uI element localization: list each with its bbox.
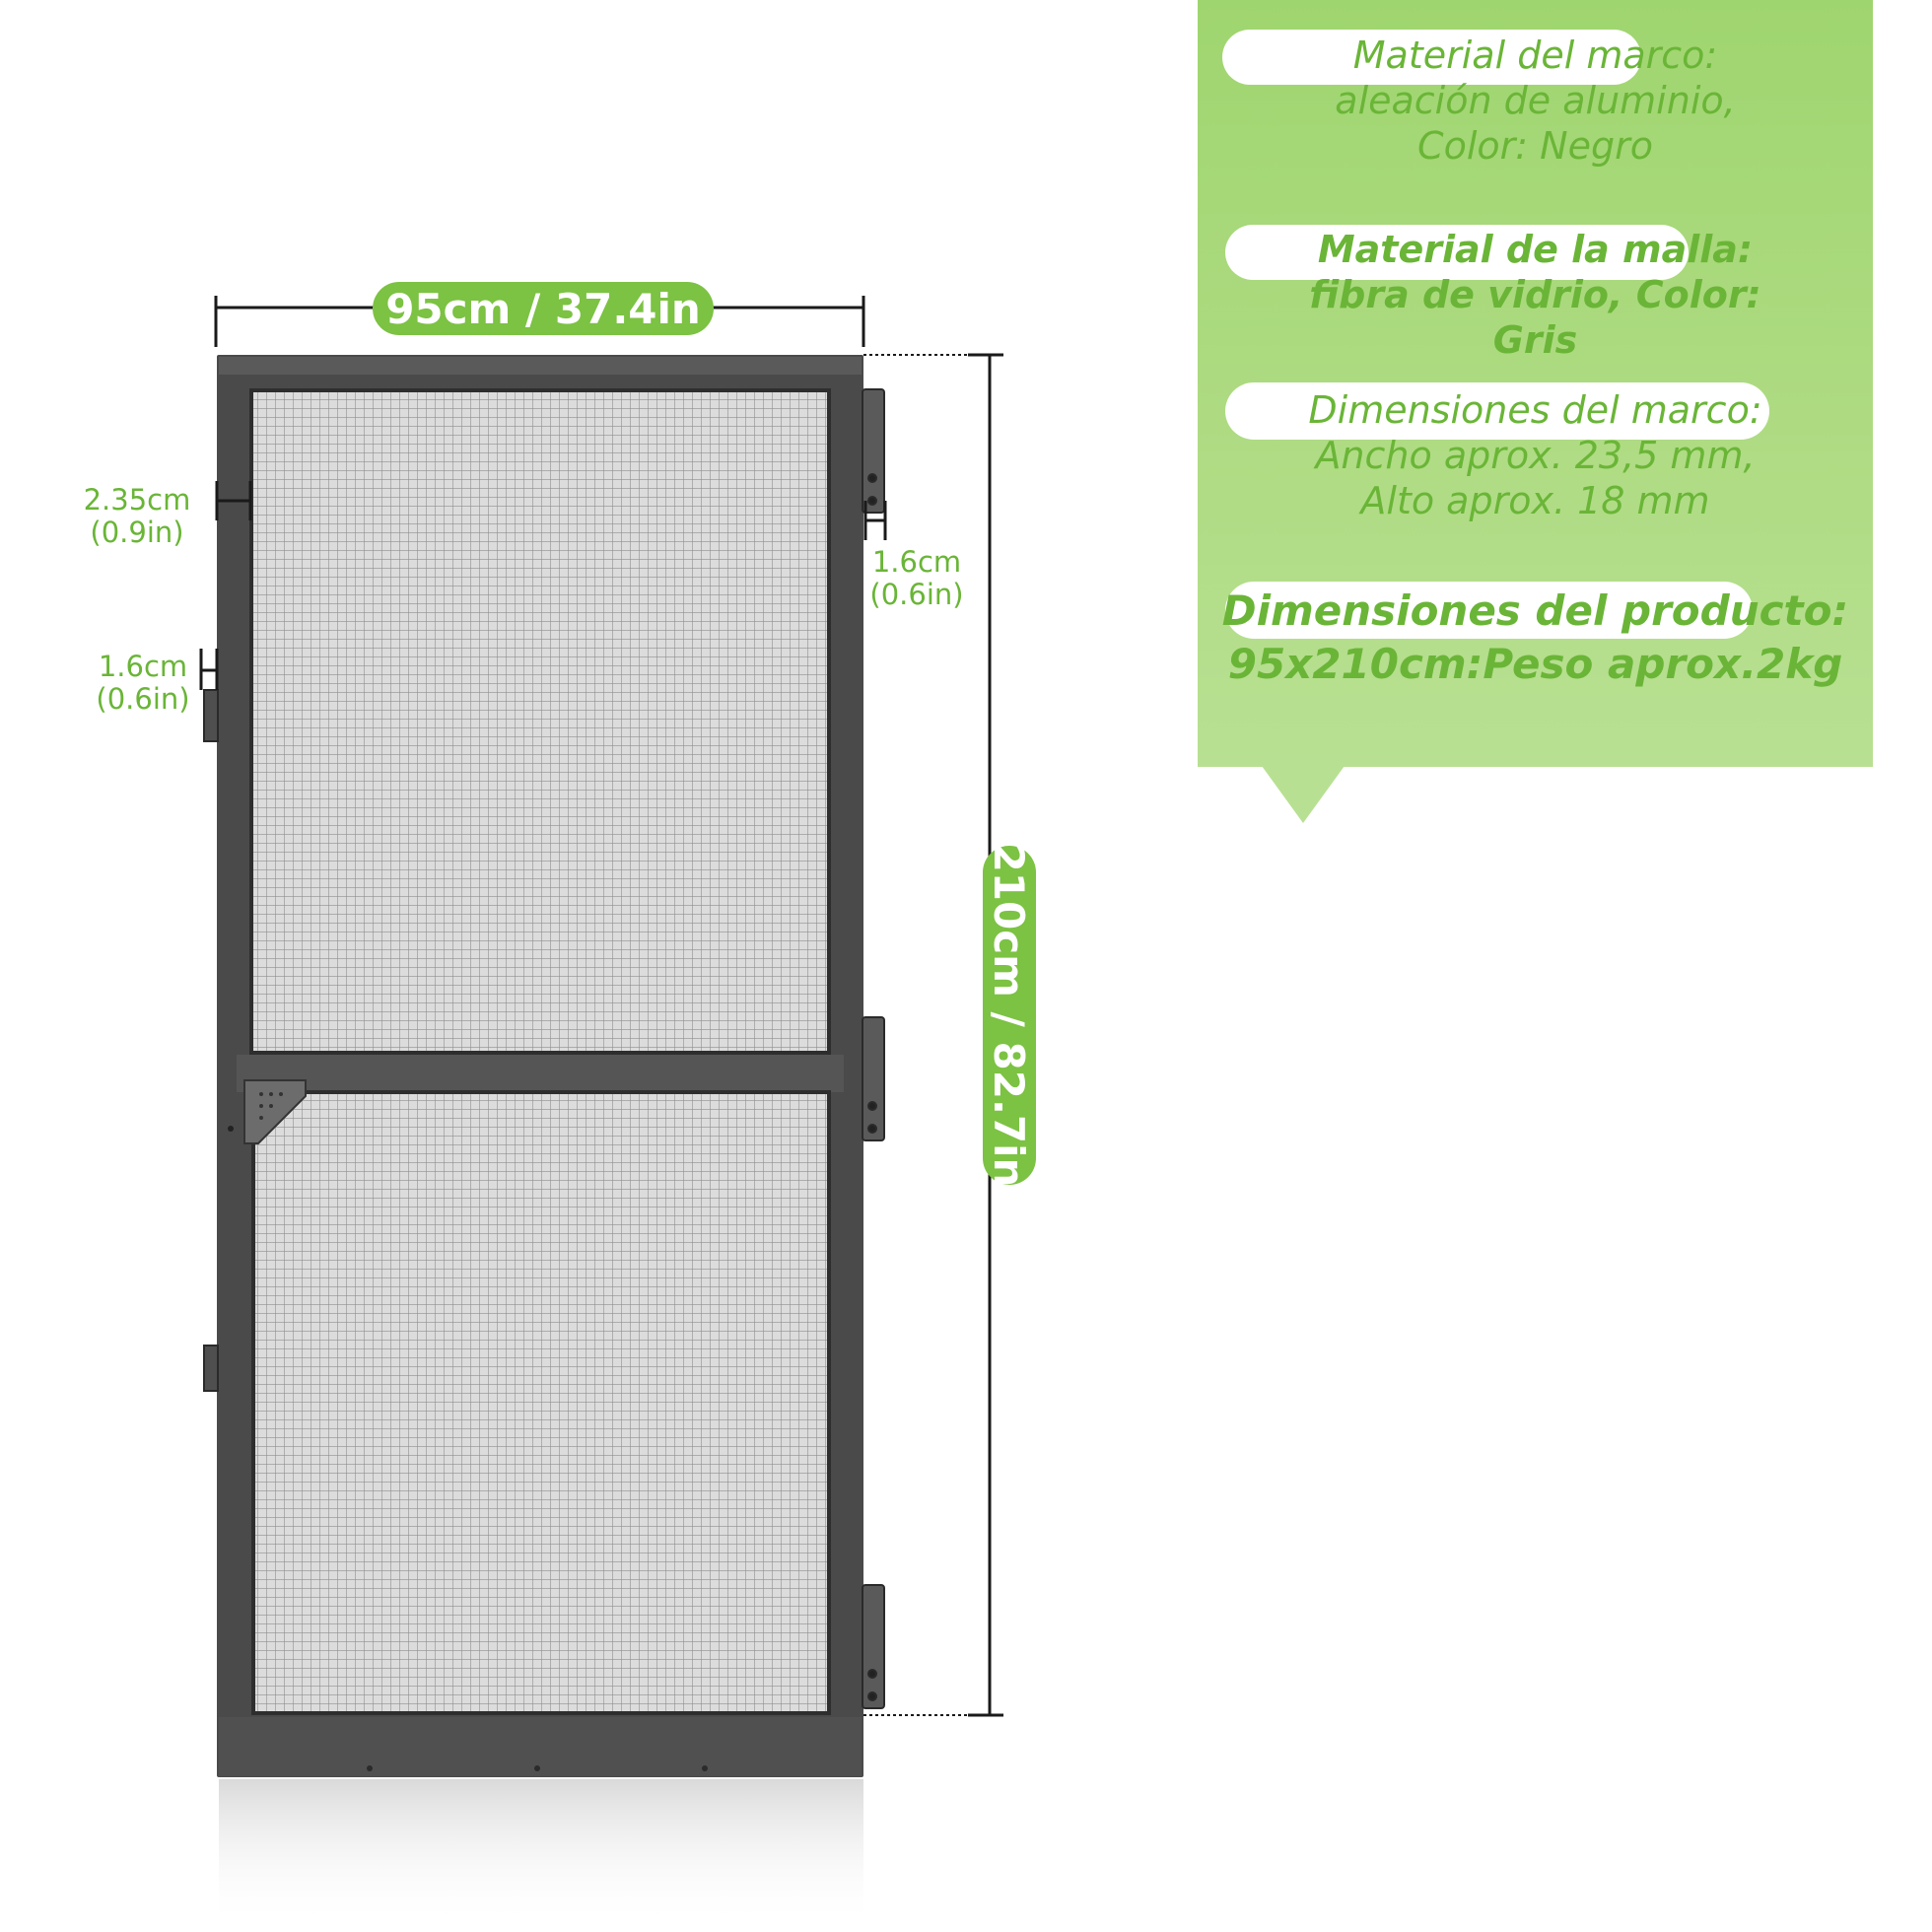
width-dimension-label: 95cm / 37.4in [373, 282, 714, 335]
left-edge-cm: 1.6cm [98, 650, 188, 683]
frame-width-cm: 2.35cm [83, 483, 191, 517]
spec-frame-dimensions-line1: Ancho aprox. 23,5 mm, [1315, 434, 1756, 477]
frame-width-marker [215, 481, 252, 520]
title-highlight [1225, 225, 1689, 280]
hinge-middle-icon [862, 1016, 885, 1141]
kick-plate [219, 1717, 862, 1776]
right-edge-in: (0.6in) [869, 578, 964, 611]
spec-frame-material-line1: aleación de aluminio, [1335, 79, 1736, 122]
left-edge-measurement: 1.6cm (0.6in) [89, 651, 197, 716]
floor-reflection [219, 1779, 863, 1927]
hinge-bottom-icon [862, 1584, 885, 1709]
left-edge-in: (0.6in) [96, 682, 190, 716]
spec-product-dimensions: Dimensiones del producto: 95x210cm:Peso … [1198, 585, 1873, 691]
title-highlight [1222, 30, 1641, 85]
spec-product-dimensions-line1: 95x210cm:Peso aprox.2kg [1227, 640, 1843, 688]
spec-frame-material-title: Material del marco: [1352, 34, 1718, 77]
spec-frame-material: Material del marco: aleación de aluminio… [1198, 33, 1873, 169]
panel-pointer [1262, 766, 1345, 823]
spec-frame-material-line2: Color: Negro [1417, 124, 1653, 168]
title-highlight [1225, 582, 1753, 639]
corner-bracket-icon [243, 1079, 307, 1144]
upper-mesh-panel [249, 388, 831, 1055]
frame-width-in: (0.9in) [90, 516, 184, 549]
title-highlight [1225, 382, 1769, 440]
right-edge-marker [863, 501, 887, 540]
hinge-top-icon [862, 388, 885, 514]
right-edge-cm: 1.6cm [871, 545, 962, 579]
frame-width-measurement: 2.35cm (0.9in) [73, 484, 201, 549]
lower-mesh-panel [251, 1090, 831, 1715]
spec-frame-dimensions-title: Dimensiones del marco: [1308, 388, 1762, 432]
left-latch-top [203, 689, 219, 742]
spec-frame-dimensions-line2: Alto aprox. 18 mm [1360, 479, 1710, 522]
spec-product-dimensions-title: Dimensiones del producto: [1221, 586, 1849, 635]
spec-mesh-material: Material de la malla: fibra de vidrio, C… [1198, 227, 1873, 363]
height-dimension-label: 210cm / 82.7in [983, 844, 1036, 1187]
spec-mesh-material-line1: fibra de vidrio, Color: [1309, 273, 1761, 316]
spec-frame-dimensions: Dimensiones del marco: Ancho aprox. 23,5… [1198, 387, 1873, 523]
spec-mesh-material-title: Material de la malla: [1317, 228, 1754, 271]
spec-mesh-material-line2: Gris [1492, 318, 1578, 362]
right-edge-measurement: 1.6cm (0.6in) [862, 546, 971, 611]
left-edge-marker [199, 649, 219, 690]
left-latch-bottom [203, 1345, 219, 1392]
door-crossbar [237, 1055, 844, 1092]
